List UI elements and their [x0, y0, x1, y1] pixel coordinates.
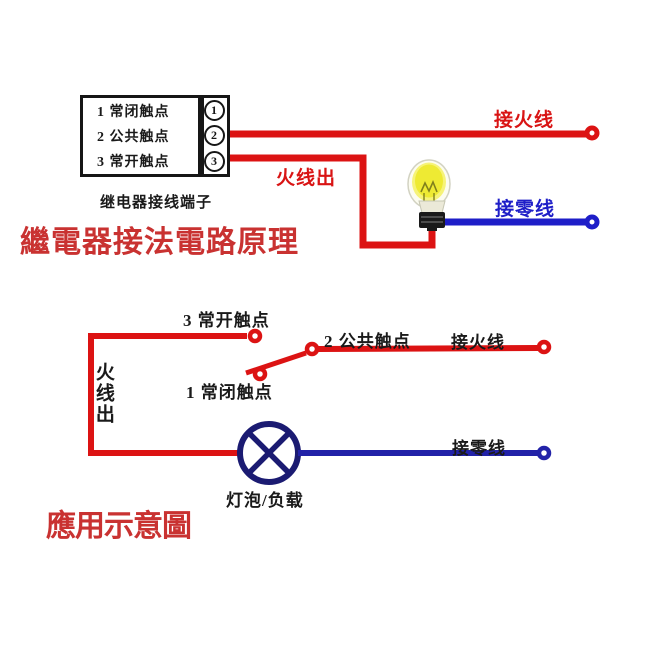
bottom-live-wire	[317, 345, 539, 352]
bottom-live-endpoint-ring	[536, 339, 552, 355]
nc-contact-label: 1 常闭触点	[186, 383, 273, 402]
terminal-row-no: 3 常开触点	[97, 155, 170, 171]
contact-com-ring	[304, 341, 320, 357]
bottom-neutral-label: 接零线	[452, 439, 506, 458]
lamp-load-label: 灯泡/负载	[226, 491, 304, 510]
terminal-strip-caption: 继电器接线端子	[100, 195, 213, 211]
com-contact-label: 2 公共触点	[324, 332, 411, 351]
no-contact-label: 3 常开触点	[183, 311, 270, 330]
application-diagram-title: 應用示意圖	[46, 510, 192, 543]
bottom-live-feed-wire	[88, 333, 247, 456]
terminal-row-com: 2 公共触点	[97, 129, 170, 145]
switch-arm	[245, 350, 307, 376]
principle-diagram-title: 繼電器接法電路原理	[20, 226, 299, 259]
light-bulb-icon	[407, 159, 451, 231]
bottom-neutral-endpoint-ring	[536, 445, 552, 461]
top-neutral-label: 接零线	[495, 199, 556, 220]
relay-terminal-box: 1 常闭触点 2 公共触点 3 常开触点	[80, 95, 204, 177]
top-live-out-wire	[228, 154, 436, 249]
terminal-row-nc: 1 常闭触点	[97, 104, 170, 120]
terminal-number-1: 1	[203, 100, 225, 122]
terminal-number-3: 3	[203, 150, 225, 172]
top-live-out-label: 火线出	[276, 168, 337, 189]
contact-no-ring	[247, 328, 263, 344]
bottom-live-out-label: 火线出	[92, 362, 114, 425]
top-live-label: 接火线	[494, 110, 555, 131]
top-neutral-endpoint-ring	[584, 214, 600, 230]
terminal-number-strip: 1 2 3	[198, 95, 230, 177]
bottom-live-label: 接火线	[451, 333, 505, 352]
terminal-number-2: 2	[203, 125, 225, 147]
top-live-endpoint-ring	[584, 125, 600, 141]
lamp-load-symbol	[237, 421, 301, 485]
